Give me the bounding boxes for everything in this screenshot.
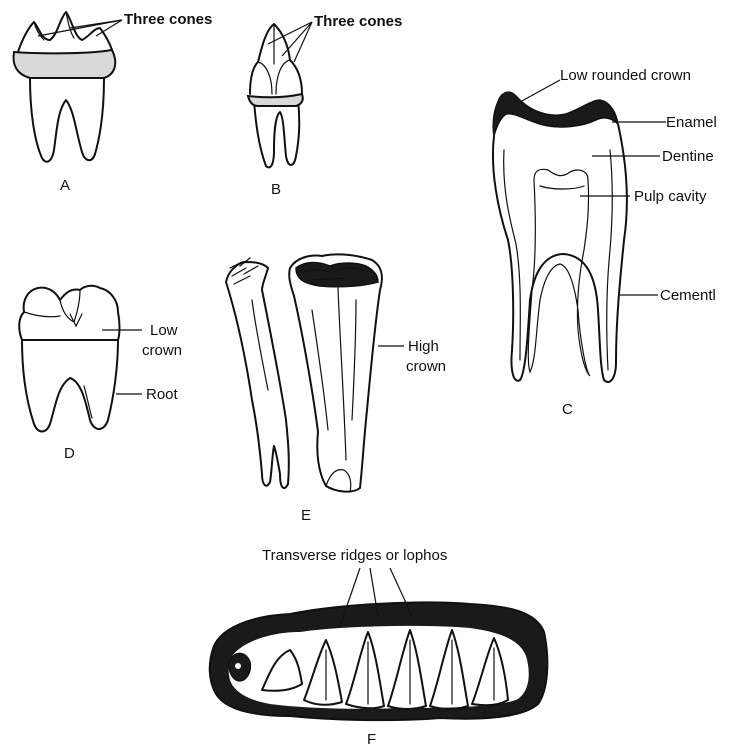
figure-d-caption: D bbox=[64, 445, 75, 462]
figure-e-left-tooth bbox=[226, 262, 289, 488]
figure-c-tooth bbox=[493, 92, 627, 382]
figure-a-label-text: Three cones bbox=[124, 11, 212, 28]
figure-f-molar bbox=[210, 602, 548, 720]
label-e-crown: crown bbox=[406, 358, 446, 375]
label-cement: Cementl bbox=[660, 287, 716, 304]
figure-a-roots bbox=[30, 78, 104, 162]
figure-b-caption: B bbox=[271, 181, 281, 198]
figure-a-caption: A bbox=[60, 177, 70, 194]
figure-e-crown-top bbox=[296, 263, 378, 287]
enamel-layer bbox=[493, 92, 618, 136]
label-pulp-cavity: Pulp cavity bbox=[634, 188, 707, 205]
label-d-root: Root bbox=[146, 386, 179, 403]
label-e-high: High bbox=[408, 338, 439, 355]
label-enamel: Enamel bbox=[666, 114, 717, 131]
figure-d-tooth bbox=[19, 286, 119, 432]
label-low-rounded-crown: Low rounded crown bbox=[560, 67, 691, 84]
figure-a-tooth bbox=[14, 12, 116, 162]
figure-f-caption: F bbox=[367, 731, 376, 748]
figure-e-teeth bbox=[226, 254, 382, 492]
label-transverse-ridges: Transverse ridges or lophos bbox=[262, 547, 447, 564]
figure-e-labels: High crown bbox=[378, 338, 446, 375]
figure-a-cones bbox=[18, 12, 112, 52]
label-dentine: Dentine bbox=[662, 148, 714, 165]
figure-d-crown bbox=[19, 286, 119, 340]
figure-a-crown-band bbox=[14, 50, 116, 78]
figure-e-right-tooth bbox=[289, 254, 382, 491]
label-d-low: Low bbox=[150, 322, 178, 339]
figure-b-roots bbox=[254, 100, 299, 167]
label-d-crown: crown bbox=[142, 342, 182, 359]
figure-b-label-text: Three cones bbox=[314, 13, 402, 30]
figure-b-crown-band bbox=[248, 94, 303, 106]
figure-c-labels: Low rounded crown Enamel Dentine Pulp ca… bbox=[520, 67, 717, 304]
figure-d-roots bbox=[22, 340, 118, 432]
figure-e-caption: E bbox=[301, 507, 311, 524]
figure-b-tooth bbox=[248, 24, 303, 167]
figure-c-caption: C bbox=[562, 401, 573, 418]
